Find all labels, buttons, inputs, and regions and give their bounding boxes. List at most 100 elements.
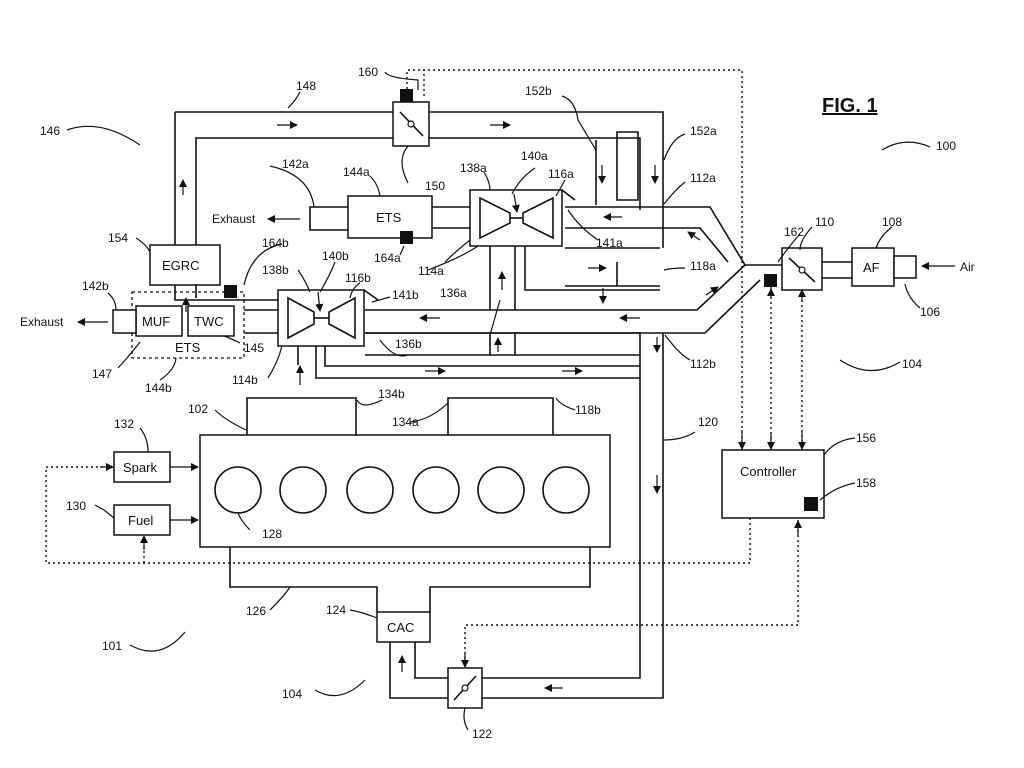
egr-cooler-box xyxy=(149,244,221,286)
ref-160: 160 xyxy=(358,65,378,79)
ref-164a: 164a xyxy=(374,251,401,265)
cac-label: CAC xyxy=(387,620,414,635)
ets-a-box xyxy=(347,195,433,239)
cylinder xyxy=(542,466,590,514)
ref-104-bottom: 104 xyxy=(282,687,302,701)
ref-112b: 112b xyxy=(690,357,716,371)
ref-130: 130 xyxy=(66,499,86,513)
ref-147: 147 xyxy=(92,367,112,381)
ref-140a: 140a xyxy=(521,149,548,163)
cylinder xyxy=(346,466,394,514)
ref-136b: 136b xyxy=(395,337,422,351)
twc-box xyxy=(187,305,235,337)
ref-164b: 164b xyxy=(262,236,289,250)
ref-114b: 114b xyxy=(232,373,258,387)
ref-141b: 141b xyxy=(392,288,419,302)
cac-inlet xyxy=(389,642,448,699)
ref-140b: 140b xyxy=(322,249,349,263)
memory-158 xyxy=(804,497,818,511)
ets-b-group xyxy=(131,291,245,359)
passage-136a xyxy=(489,246,516,310)
ets-a-label: ETS xyxy=(376,210,402,225)
passage-120 xyxy=(482,333,664,699)
ref-118a: 118a xyxy=(690,259,716,273)
spark-label: Spark xyxy=(123,460,157,475)
cac-box xyxy=(376,611,431,643)
exhaust-b-outlet xyxy=(112,309,137,334)
ref-126: 126 xyxy=(246,604,266,618)
egr-valve xyxy=(392,89,430,147)
ref-144a: 144a xyxy=(343,165,370,179)
exhaust-b-pipe xyxy=(244,309,278,334)
intake-manifold-126 xyxy=(229,547,591,612)
ref-134a: 134a xyxy=(392,415,419,429)
ref-150: 150 xyxy=(425,179,445,193)
ref-136a: 136a xyxy=(440,286,467,300)
ref-122: 122 xyxy=(472,727,492,741)
exhaust-a-pipe xyxy=(432,206,470,229)
muffler-label: MUF xyxy=(142,314,170,329)
ref-104-right: 104 xyxy=(902,357,922,371)
intake-runners xyxy=(297,346,641,379)
ref-134b: 134b xyxy=(378,387,405,401)
intake-branch-112a xyxy=(565,206,746,287)
ref-152b: 152b xyxy=(525,84,552,98)
throttle-122 xyxy=(447,667,483,709)
ref-124: 124 xyxy=(326,603,346,617)
ref-110: 110 xyxy=(815,215,834,229)
exhaust-left-label: Exhaust xyxy=(20,315,64,329)
fuel-label: Fuel xyxy=(128,513,153,528)
ref-114a: 114a xyxy=(418,264,444,278)
ref-138b: 138b xyxy=(262,263,289,277)
leader-lines xyxy=(66,71,931,731)
ets-b-label: ETS xyxy=(175,340,201,355)
air-label: Air xyxy=(960,260,975,274)
ref-128: 128 xyxy=(262,527,282,541)
ref-146: 146 xyxy=(40,124,60,138)
ref-118b: 118b xyxy=(575,403,601,417)
ref-106: 106 xyxy=(920,305,940,319)
ref-101: 101 xyxy=(102,639,122,653)
exhaust-manifold-134a xyxy=(447,397,554,435)
figure-title: FIG. 1 xyxy=(822,95,878,117)
passage-152b xyxy=(616,131,639,201)
air-filter-label: AF xyxy=(863,260,880,275)
ref-162: 162 xyxy=(784,225,804,239)
ref-132: 132 xyxy=(114,417,134,431)
cylinder xyxy=(279,466,327,514)
sensor-162 xyxy=(764,274,777,287)
exhaust-top-label: Exhaust xyxy=(212,212,256,226)
ref-158: 158 xyxy=(856,476,876,490)
cylinder xyxy=(412,466,460,514)
ref-145: 145 xyxy=(244,341,264,355)
ref-141a: 141a xyxy=(596,236,623,250)
exhaust-manifold-134b xyxy=(246,397,357,435)
controller-label: Controller xyxy=(740,464,797,479)
air-filter-box xyxy=(851,247,895,287)
ref-116a: 116a xyxy=(548,167,574,181)
flow-arrow xyxy=(687,231,701,241)
ref-112a: 112a xyxy=(690,171,716,185)
ref-142a: 142a xyxy=(282,157,309,171)
turbocharger-a xyxy=(469,189,576,247)
turbocharger-b xyxy=(277,289,379,347)
ref-108: 108 xyxy=(882,215,902,229)
egr-cooler-label: EGRC xyxy=(162,258,200,273)
passage-136b xyxy=(365,332,641,356)
ref-156: 156 xyxy=(856,431,876,445)
twc-label: TWC xyxy=(194,314,224,329)
ref-154: 154 xyxy=(108,231,128,245)
egr-cooler-connection xyxy=(174,285,290,301)
egr-passage xyxy=(174,111,664,248)
passage-118a xyxy=(524,246,660,291)
ref-142b: 142b xyxy=(82,279,109,293)
engine-block xyxy=(199,434,611,548)
ref-116b: 116b xyxy=(345,271,371,285)
ref-148: 148 xyxy=(296,79,316,93)
ref-138a: 138a xyxy=(460,161,487,175)
sensor-164a xyxy=(400,231,413,244)
cylinder xyxy=(477,466,525,514)
egr-valve-actuator xyxy=(400,89,413,102)
ref-100: 100 xyxy=(936,139,956,153)
